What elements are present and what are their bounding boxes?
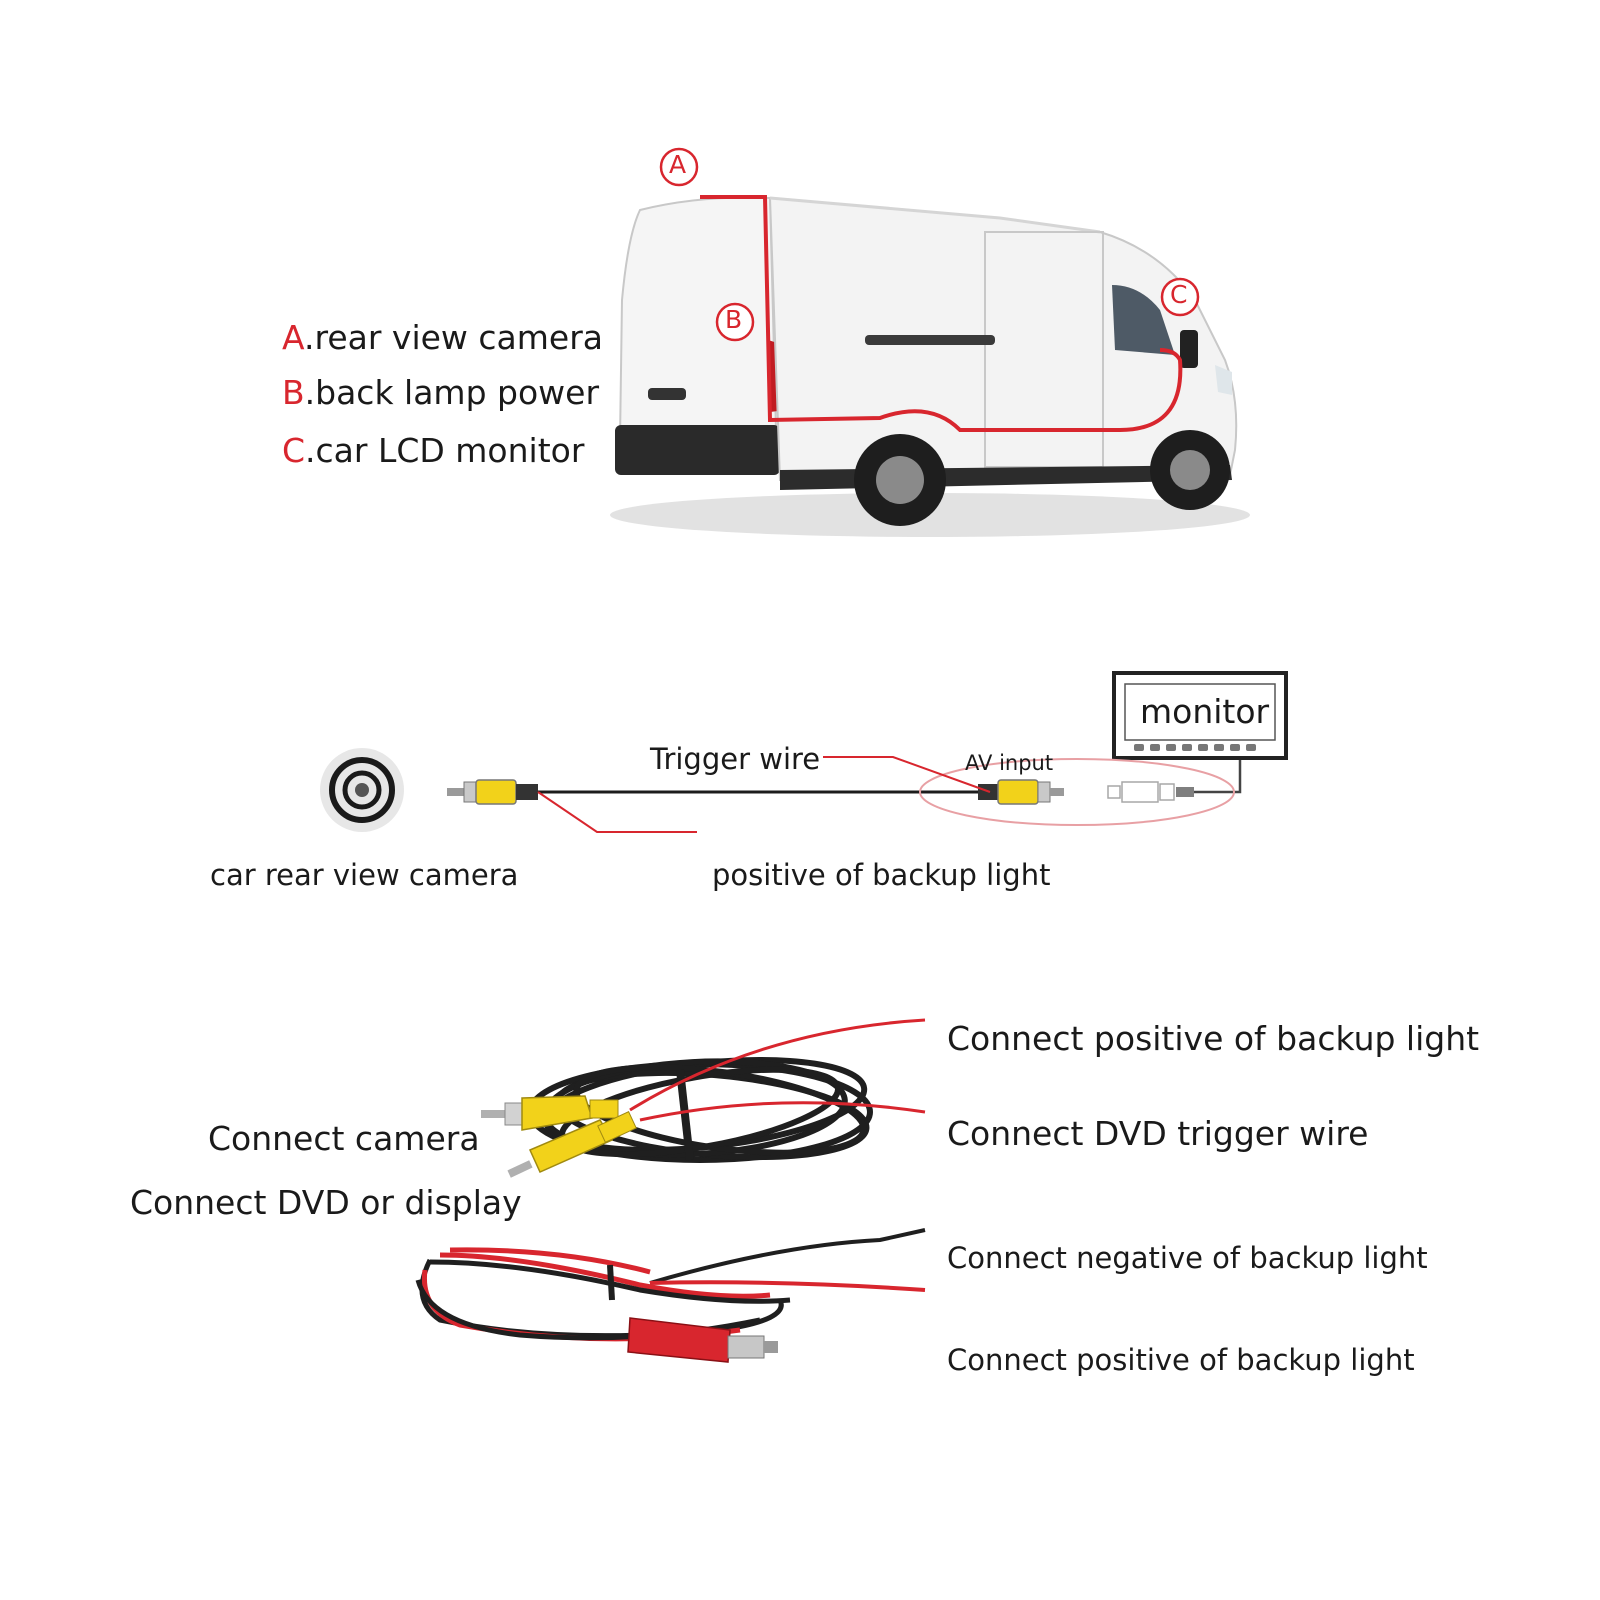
monitor-icon <box>1112 671 1288 760</box>
van-shadow <box>610 493 1250 537</box>
connect-dvd-display-label: Connect DVD or display <box>130 1183 522 1222</box>
av-input-highlight <box>919 758 1235 826</box>
backup-positive-line <box>537 791 697 833</box>
camera-icon <box>320 748 404 832</box>
connect-positive-top-label: Connect positive of backup light <box>947 1019 1480 1058</box>
legend-text-b: .back lamp power <box>304 373 600 412</box>
marker-a: A <box>669 150 687 179</box>
connect-negative-label: Connect negative of backup light <box>947 1241 1428 1275</box>
dc-power-plug <box>627 1317 778 1363</box>
red-wire-positive <box>629 1018 926 1112</box>
legend-item-b: B.back lamp power <box>282 373 599 413</box>
legend-item-c: C.car LCD monitor <box>282 431 584 471</box>
legend-text-a: .rear view camera <box>304 318 603 357</box>
monitor-cable <box>1194 758 1242 794</box>
rca-plug-left <box>447 779 538 805</box>
black-lead-negative <box>649 1228 926 1285</box>
red-wire-trigger <box>639 1101 926 1122</box>
van-wiring-route <box>700 195 1183 432</box>
marker-a-circle <box>659 147 699 187</box>
van-illustration <box>615 196 1238 526</box>
marker-b: B <box>725 305 743 334</box>
monitor-label: monitor <box>1140 692 1270 731</box>
legend-letter-c: C <box>282 431 306 470</box>
marker-b-circle <box>715 302 755 342</box>
camera-label: car rear view camera <box>210 858 519 892</box>
connect-dvd-trigger-label: Connect DVD trigger wire <box>947 1114 1369 1153</box>
backup-positive-label: positive of backup light <box>712 858 1051 892</box>
trigger-wire-label: Trigger wire <box>650 742 821 776</box>
av-input-label: AV input <box>965 751 1054 775</box>
legend-letter-a: A <box>282 318 304 357</box>
trigger-wire-line <box>823 756 991 793</box>
marker-c-circle <box>1160 277 1200 317</box>
power-cable-coil <box>415 1247 791 1342</box>
legend-item-a: A.rear view camera <box>282 318 603 358</box>
legend-letter-b: B <box>282 373 305 412</box>
red-lead-positive <box>649 1280 926 1292</box>
rca-plug-display <box>507 1110 637 1178</box>
connect-camera-label: Connect camera <box>208 1119 480 1158</box>
av-female-connector <box>1107 781 1194 803</box>
connect-positive-bottom-label: Connect positive of backup light <box>947 1343 1415 1377</box>
legend-text-c: .car LCD monitor <box>305 431 585 470</box>
rca-plug-camera <box>481 1095 619 1131</box>
rca-plug-right <box>978 779 1064 805</box>
marker-c: C <box>1170 280 1188 309</box>
